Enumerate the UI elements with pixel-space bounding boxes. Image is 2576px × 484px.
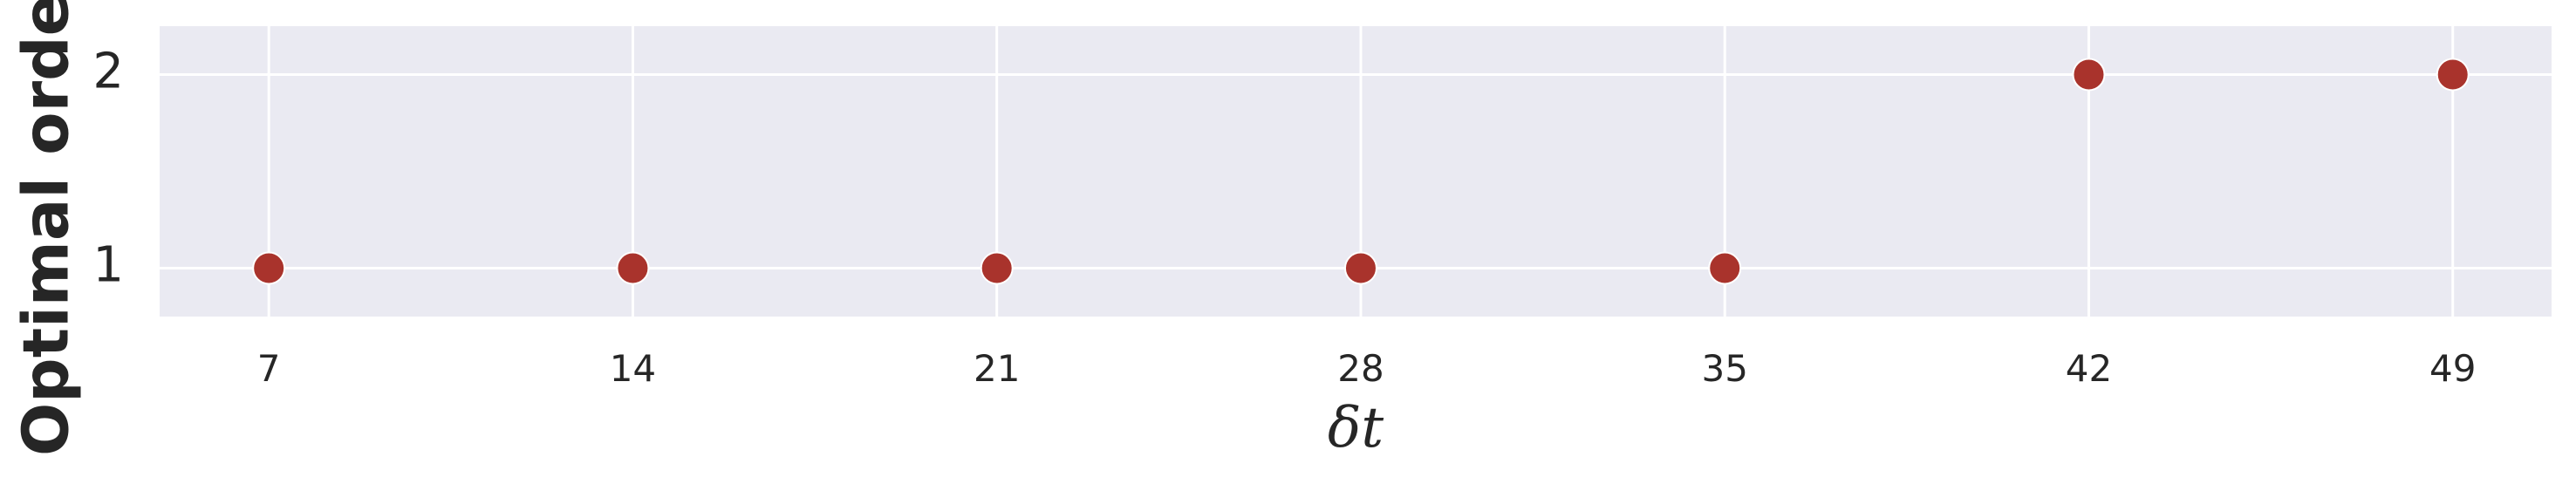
data-point [2072, 58, 2106, 92]
data-point [252, 251, 286, 285]
y-tick-label: 1 [92, 237, 124, 294]
data-point [616, 251, 650, 285]
x-tick-label: 42 [2066, 347, 2112, 390]
x-tick-label: 21 [974, 347, 1020, 390]
y-tick-labels: 12 [92, 44, 124, 294]
x-tick-label: 28 [1337, 347, 1384, 390]
x-tick-label: 14 [610, 347, 656, 390]
data-point [1343, 251, 1377, 285]
x-tick-label: 7 [257, 347, 281, 390]
x-tick-label: 49 [2429, 347, 2476, 390]
y-tick-label: 2 [92, 44, 124, 100]
y-axis-label: Optimal order [10, 0, 83, 456]
data-point [1708, 251, 1742, 285]
data-point [2436, 58, 2470, 92]
data-points [252, 58, 2470, 285]
x-tick-label: 35 [1701, 347, 1747, 390]
x-axis-label: δt [1328, 396, 1384, 460]
data-point [980, 251, 1014, 285]
x-tick-labels: 7 14 21 28 35 42 49 [257, 347, 2477, 390]
